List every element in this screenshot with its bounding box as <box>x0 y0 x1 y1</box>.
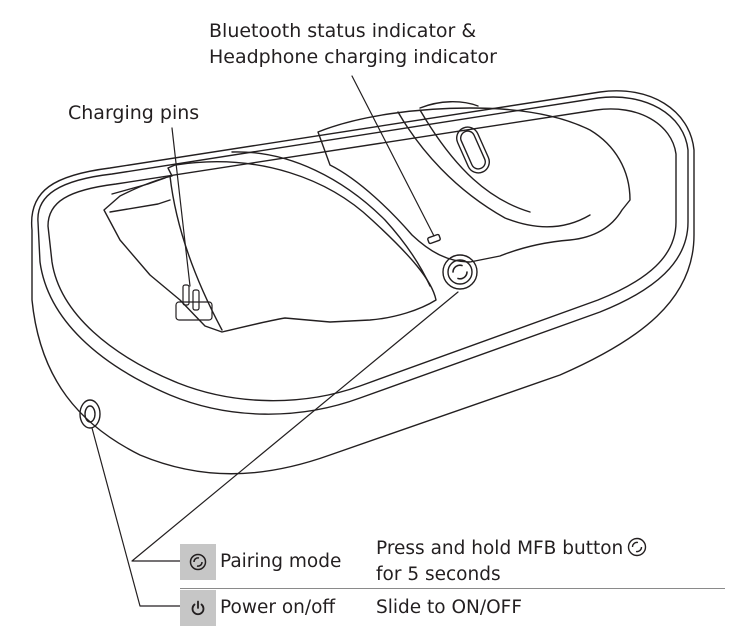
pairing-action-line1: Press and hold MFB button <box>376 537 647 561</box>
power-icon <box>191 600 205 616</box>
leader-power <box>91 427 181 607</box>
right-cradle-outline <box>317 107 631 263</box>
power-switch-shape <box>79 399 101 429</box>
leader-pairing <box>131 291 459 562</box>
right-cradle-top-lip <box>419 101 479 109</box>
left-cradle-inner-2 <box>231 151 431 287</box>
mfb-pairing-icon <box>628 537 647 557</box>
right-cradle-inner <box>397 111 591 228</box>
leader-charging-pins <box>171 127 191 287</box>
mfb-pairing-icon <box>189 553 207 571</box>
pairing-icon-cell <box>180 544 216 580</box>
charging-pins-shape <box>175 284 213 321</box>
power-action-text: Slide to ON/OFF <box>376 597 522 618</box>
power-icon-cell <box>180 590 216 626</box>
right-cradle-slot <box>456 126 490 174</box>
dock-base-outline <box>30 90 695 475</box>
power-on-off-label: Power on/off <box>220 597 336 618</box>
table-row-divider <box>180 588 725 589</box>
status-indicator-led <box>427 233 441 245</box>
charging-pins-callout: Charging pins <box>68 102 200 124</box>
dock-top-inner-rim <box>47 108 677 402</box>
pairing-mode-label: Pairing mode <box>220 551 342 572</box>
left-cradle-outline <box>103 161 437 333</box>
mfb-button-shape <box>442 254 478 290</box>
pairing-action-line2: for 5 seconds <box>376 564 501 585</box>
left-cradle-inner <box>169 175 223 331</box>
pairing-action-text: Press and hold MFB button <box>376 538 624 559</box>
indicator-callout-line2: Headphone charging indicator <box>209 46 497 68</box>
right-cradle-inner-2 <box>419 109 531 213</box>
indicator-callout-line1: Bluetooth status indicator & <box>209 20 477 42</box>
leader-lines <box>91 75 459 607</box>
indicator-callout: Bluetooth status indicator & Headphone c… <box>209 18 497 70</box>
leader-indicator <box>351 75 435 237</box>
left-cradle-ledge <box>109 177 171 213</box>
dock-top-rim <box>37 96 689 415</box>
